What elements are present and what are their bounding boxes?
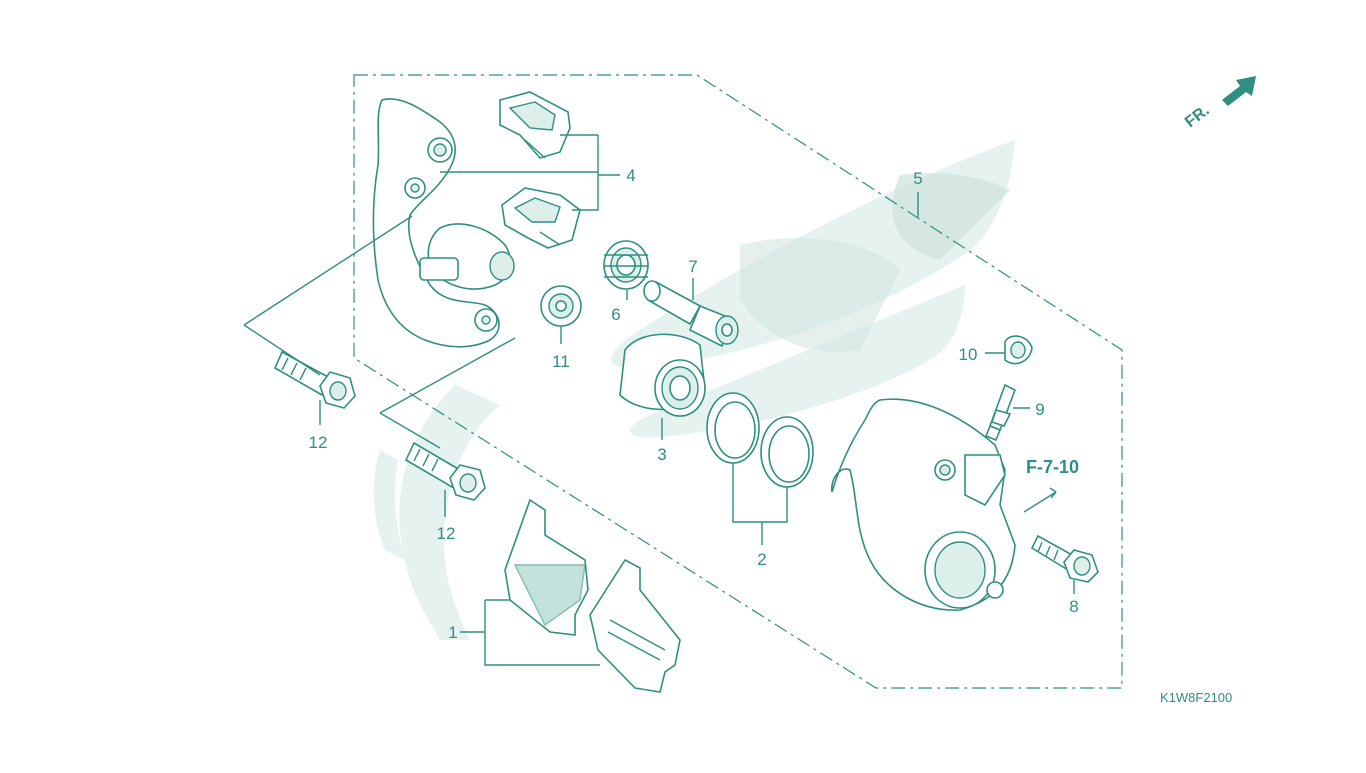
callout-6: 6 [611, 305, 620, 324]
callout-4: 4 [626, 166, 635, 185]
reference-label: F-7-10 [1026, 457, 1079, 477]
assembly-boundary [353, 74, 1123, 689]
bleeder-screw [984, 383, 1017, 442]
bolt-8 [1030, 534, 1099, 583]
callout-9: 9 [1035, 400, 1044, 419]
figure-code: K1W8F2100 [1160, 690, 1232, 705]
caliper-bracket [372, 98, 515, 348]
callout-1: 1 [448, 623, 457, 642]
callout-2: 2 [757, 550, 766, 569]
callout-12-lower: 12 [437, 524, 456, 543]
callout-10: 10 [959, 345, 978, 364]
pad-spring-upper [499, 91, 571, 159]
callout-11: 11 [552, 352, 570, 371]
bleeder-cap [1004, 335, 1033, 365]
callout-5: 5 [913, 169, 922, 188]
leader-lines [243, 134, 1075, 666]
callout-3: 3 [657, 445, 666, 464]
pin-7 [643, 280, 739, 348]
bolt-12-lower [404, 441, 486, 501]
stipple-shading [740, 173, 1010, 352]
brake-pad-lower [589, 558, 681, 693]
pad-spring-lower [501, 187, 581, 249]
callout-8: 8 [1069, 597, 1078, 616]
caliper-body [830, 398, 1016, 611]
callout-12-upper: 12 [309, 433, 328, 452]
piston-3 [619, 333, 706, 417]
piston-seal [706, 392, 760, 464]
direction-label: FR. [1182, 102, 1213, 131]
bolt-12-upper [273, 350, 356, 409]
boot-11 [540, 285, 582, 327]
front-direction-arrow-icon: FR. [1182, 76, 1256, 131]
callout-7: 7 [688, 257, 697, 276]
dust-seal [760, 416, 814, 488]
brake-pad-upper [504, 498, 589, 636]
boot-6 [603, 240, 649, 290]
